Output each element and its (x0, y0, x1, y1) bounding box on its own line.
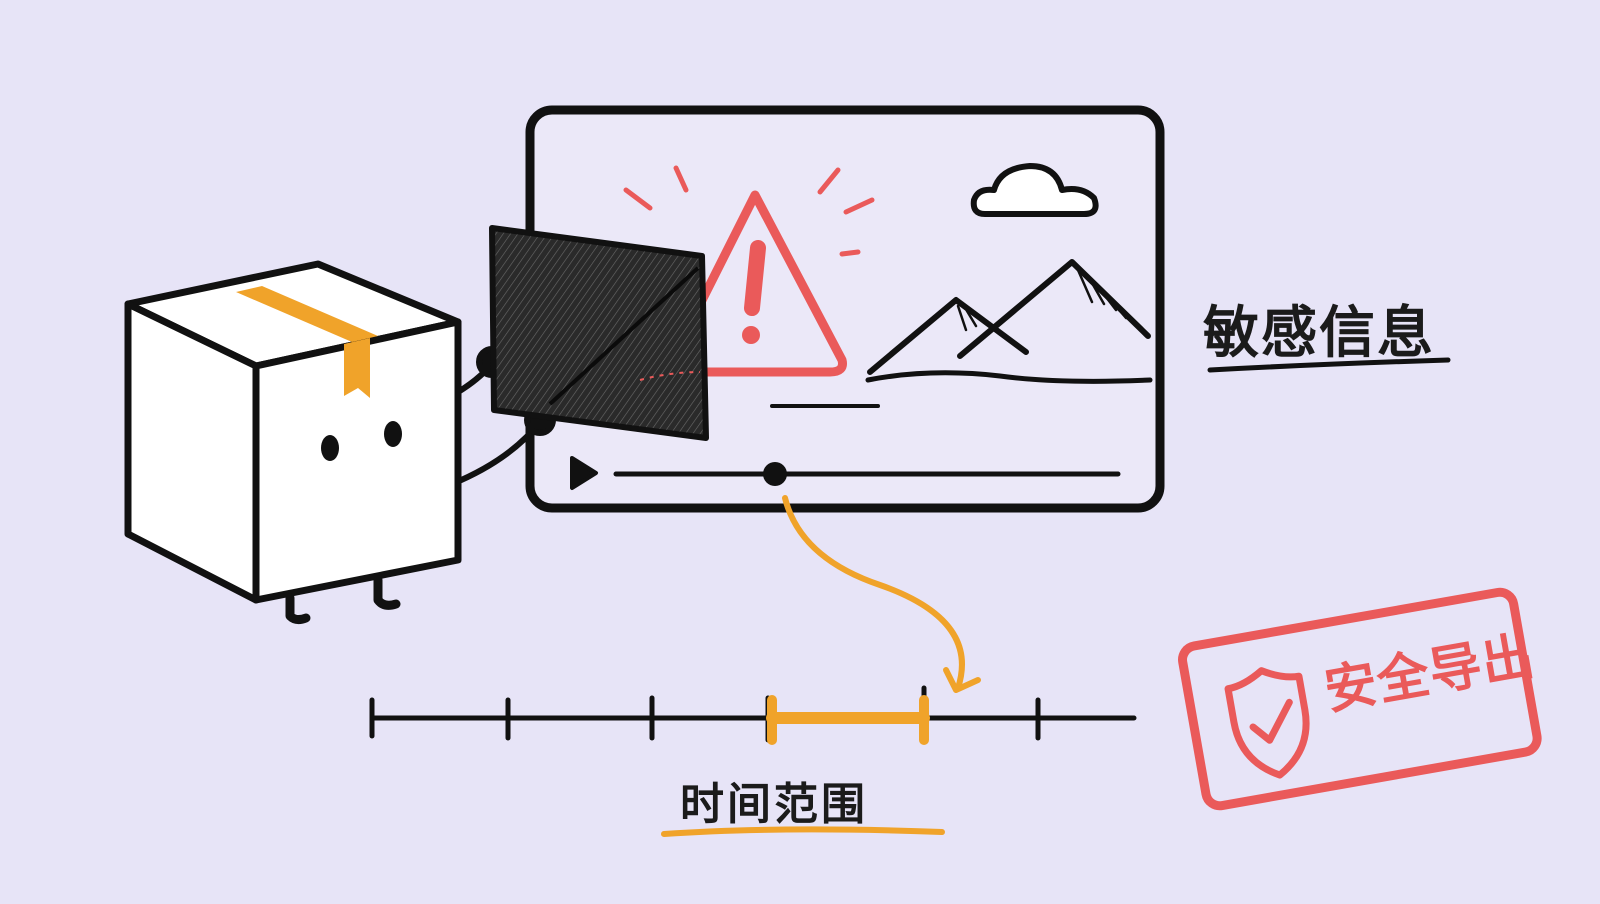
sensitive-info-label: 敏感信息 (1203, 301, 1435, 366)
player-controls (570, 456, 1121, 490)
shield-check-icon (1224, 667, 1310, 779)
cloud-icon (970, 163, 1099, 217)
safe-export-stamp (1178, 587, 1542, 811)
time-range-highlight (766, 695, 930, 745)
blur-filter-panel-icon (489, 225, 709, 441)
sensitive-underline (1207, 357, 1451, 373)
play-icon (570, 456, 598, 490)
progress-knob (763, 462, 787, 486)
time-range-underline (661, 826, 945, 837)
time-range-label: 时间范围 (680, 779, 868, 830)
mountains-icon (770, 259, 1153, 408)
pointer-arrow (782, 495, 981, 693)
box-character-icon (124, 260, 462, 625)
timeline (369, 685, 1137, 743)
